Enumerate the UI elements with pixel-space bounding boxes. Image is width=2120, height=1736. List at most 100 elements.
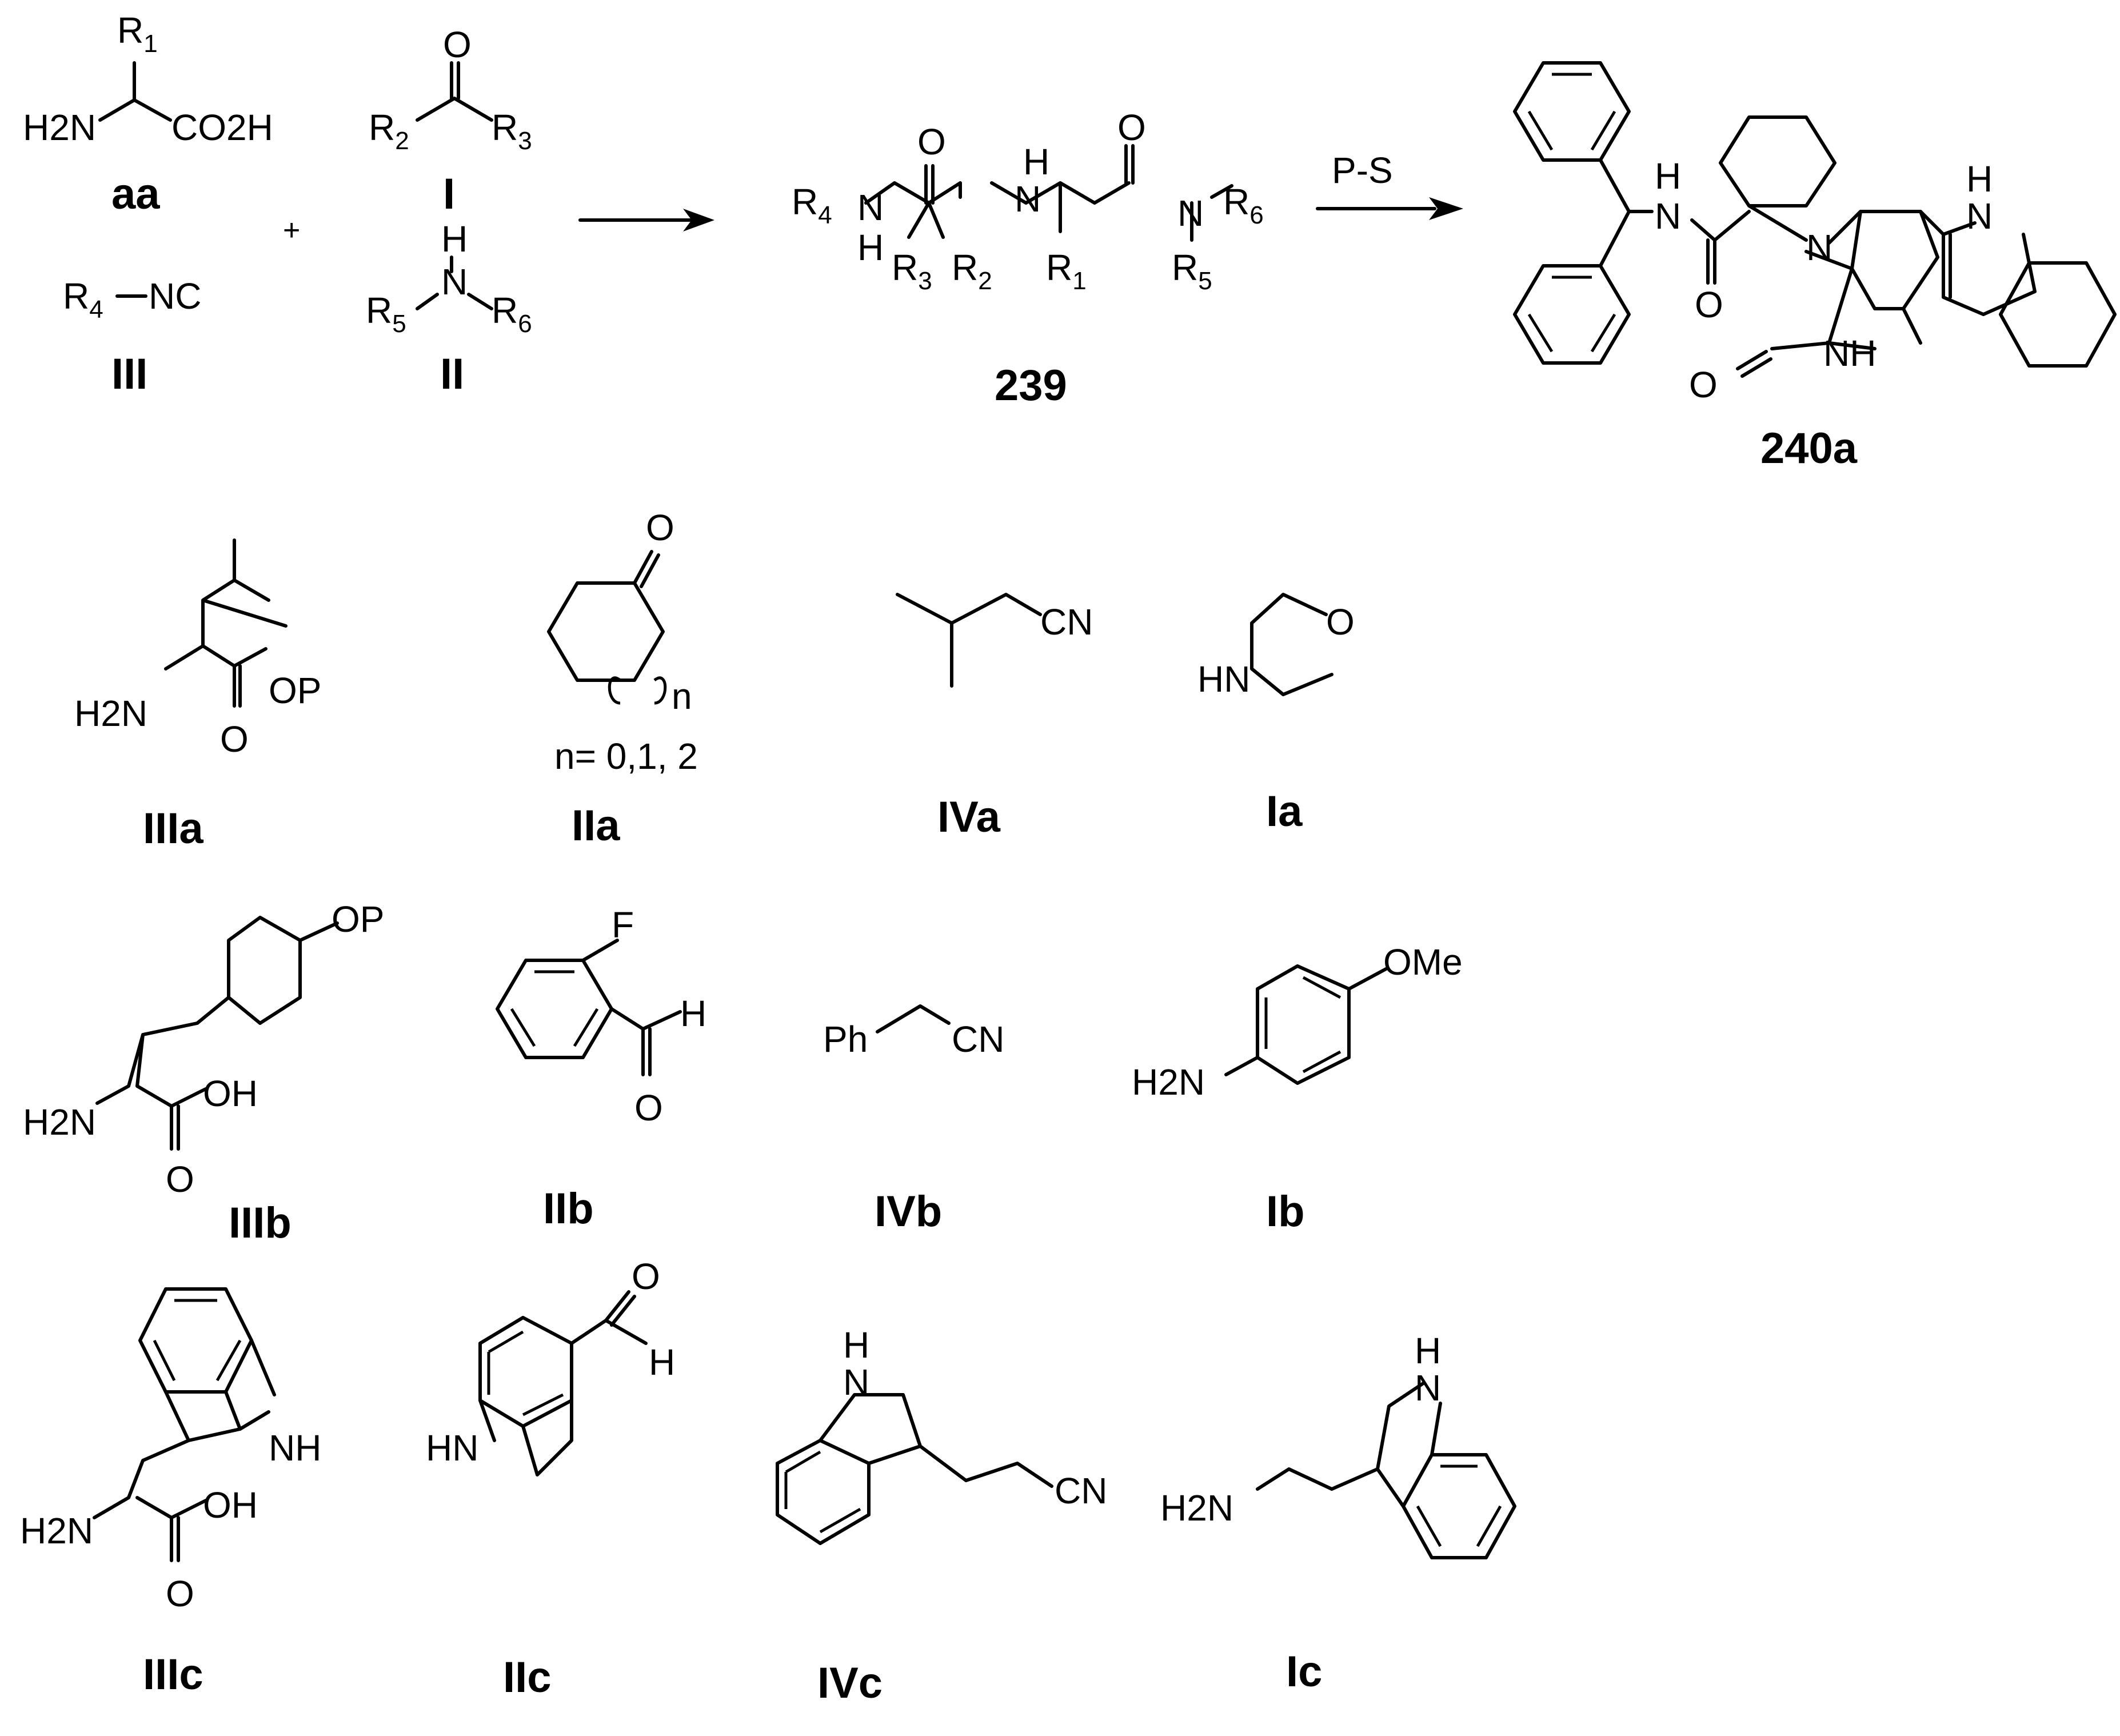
aa-acid: CO2H [171, 107, 273, 148]
Ia-o: O [1326, 601, 1355, 642]
239-bonds [864, 144, 1233, 242]
IIa-ring [547, 581, 665, 682]
Ib-ring [1256, 964, 1351, 1085]
IIIb-amine: H2N [23, 1102, 96, 1143]
IVc-label: IVc [817, 1659, 883, 1707]
building-block-IIIa: H2N OP O IIIa [74, 538, 321, 853]
IIc-bonds [478, 1290, 648, 1476]
239-r6: R6 [1223, 181, 1264, 229]
239-n3: N [1177, 193, 1204, 234]
IIIc-benzene [138, 1287, 253, 1394]
IVc-n: N [843, 1362, 869, 1403]
IIIb-o: O [166, 1159, 194, 1200]
arrow-1-head [683, 209, 714, 232]
condition-text: P-S [1332, 150, 1393, 191]
II-label: II [440, 350, 464, 398]
IIIa-ester: OP [269, 670, 321, 711]
239-n1: N [857, 187, 884, 228]
239-h1: H [857, 227, 884, 268]
aa-amine: H2N [23, 107, 96, 148]
IIIc-amine: H2N [20, 1510, 93, 1551]
Ic-h: H [1415, 1330, 1441, 1371]
239-r4: R4 [792, 181, 832, 229]
building-block-Ia: O HN Ia [1197, 593, 1355, 836]
Ib-amine: H2N [1132, 1061, 1205, 1103]
reagent-I: O R2 R3 I [369, 24, 532, 218]
II-bonds [416, 256, 493, 310]
IIIc-benzene-inner [153, 1299, 242, 1382]
IIa-n: n [672, 676, 692, 717]
IIa-note: n= 0,1, 2 [554, 736, 698, 777]
IIIa-o: O [220, 719, 249, 760]
IIb-label: IIb [543, 1184, 594, 1233]
240a-cyclohexane [1719, 115, 1836, 207]
239-o1: O [917, 121, 946, 162]
aa-r1: R1 [117, 10, 158, 58]
IIIa-label: IIIa [143, 804, 203, 853]
239-label: 239 [995, 361, 1067, 410]
building-block-Ib: OMe H2N Ib [1132, 941, 1463, 1236]
240a-lactam-bonds [1736, 267, 1877, 378]
Ic-n: N [1415, 1367, 1441, 1408]
IIIb-oh: OH [203, 1073, 258, 1114]
Ia-ring [1250, 593, 1334, 696]
IIIa-amine: H2N [74, 693, 147, 734]
IVc-benzene [776, 1439, 871, 1545]
III-label: III [111, 350, 147, 398]
Ib-ome: OMe [1383, 941, 1463, 983]
IIIc-nh: NH [269, 1427, 321, 1468]
240a-amide-bonds [1599, 158, 1751, 285]
I-label: I [443, 170, 455, 218]
II-r6: R6 [492, 290, 532, 338]
III-r4: R4 [63, 276, 103, 324]
II-n: N [441, 261, 468, 302]
239-h2: H [1023, 141, 1049, 182]
Ia-label: Ia [1266, 787, 1303, 836]
240a-ring-bonds [1747, 204, 1939, 345]
239-n2: N [1015, 178, 1041, 220]
product-240a: H N O N H N O NH 240a [1513, 61, 2117, 473]
IVb-bonds [876, 1004, 951, 1033]
Ib-bonds [1224, 967, 1388, 1076]
reaction-arrow-2: P-S [1316, 150, 1463, 220]
Ic-bonds [1256, 1382, 1442, 1508]
IVb-cn: CN [952, 1019, 1004, 1060]
building-block-IVb: Ph CN IVb [823, 1004, 1004, 1236]
240a-nh-lactam: NH [1823, 333, 1876, 374]
Ic-amine: H2N [1160, 1487, 1233, 1529]
IVb-ph: Ph [823, 1019, 868, 1060]
IIIc-oh: OH [203, 1484, 258, 1526]
aa-bonds [98, 61, 172, 122]
IIc-h: H [649, 1342, 675, 1383]
IIc-label: IIc [503, 1653, 552, 1702]
I-o: O [443, 24, 472, 65]
IVc-cn: CN [1055, 1470, 1107, 1511]
IIIb-label: IIIb [229, 1199, 292, 1247]
240a-indole-n: N [1966, 195, 1993, 237]
IIa-o: O [646, 507, 674, 548]
building-block-IIb: F H O IIb [496, 904, 706, 1233]
Ic-label: Ic [1286, 1647, 1322, 1696]
plus-sign: + [283, 214, 300, 247]
240a-h-amide: H [1655, 155, 1681, 197]
239-r5: R5 [1172, 247, 1212, 295]
240a-indole-pyrrole [1919, 210, 2037, 316]
IIa-bracket [608, 676, 667, 705]
reaction-arrow-1 [578, 209, 714, 232]
240a-indole-benzene [1999, 261, 2117, 368]
I-r3: R3 [492, 107, 532, 155]
Ia-hn: HN [1197, 659, 1250, 700]
II-r5: R5 [366, 290, 406, 338]
240a-phenyl-bottom-inner [1527, 276, 1616, 353]
IIb-f: F [612, 904, 634, 945]
IIb-ring [496, 959, 613, 1059]
240a-o-lactam: O [1689, 364, 1718, 405]
IIb-o: O [634, 1087, 663, 1128]
Ic-benzene [1402, 1453, 1516, 1559]
reagent-aa: R1 H2N CO2H aa [23, 10, 273, 218]
240a-n-ring: N [1806, 227, 1832, 268]
240a-label: 240a [1760, 424, 1858, 473]
IIIc-o: O [166, 1573, 194, 1614]
IIc-benzene [478, 1316, 573, 1428]
239-o2: O [1117, 107, 1146, 148]
